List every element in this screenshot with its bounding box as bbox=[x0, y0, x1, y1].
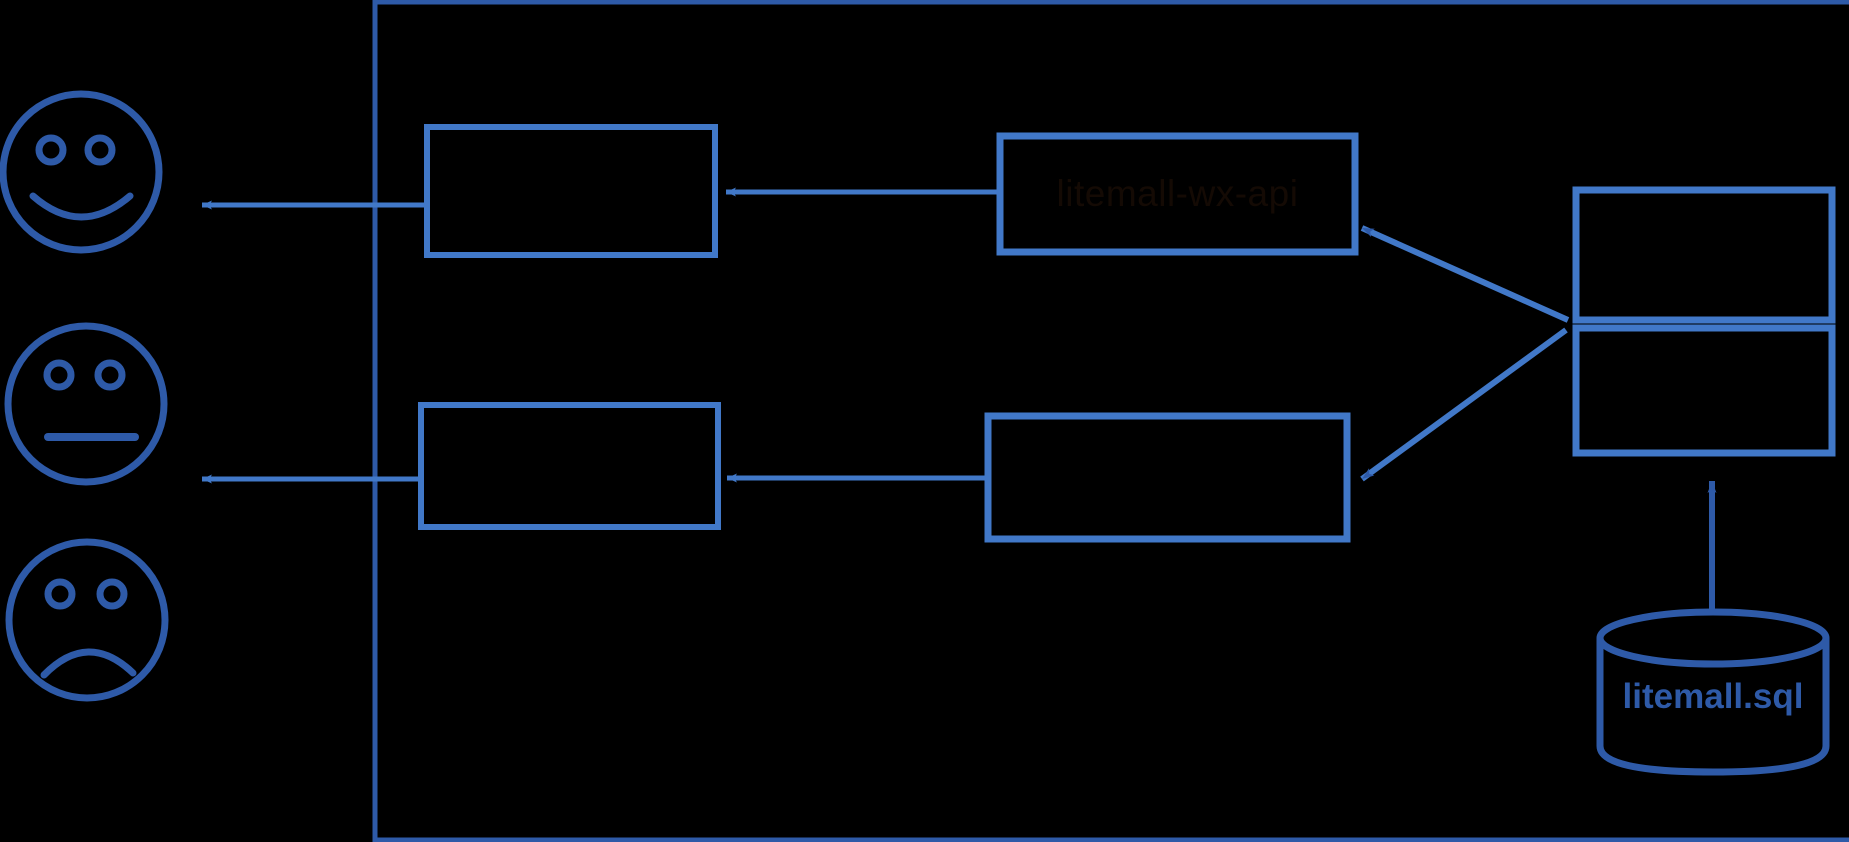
mouth-smile bbox=[29, 192, 134, 221]
database-cylinder-litemall-sql[interactable] bbox=[1596, 608, 1830, 776]
core-module-box-top[interactable] bbox=[1572, 186, 1836, 324]
eye-right bbox=[96, 578, 128, 610]
eye-right bbox=[94, 359, 126, 391]
api-box-bottom[interactable] bbox=[984, 412, 1351, 543]
happy-user-face-icon[interactable] bbox=[0, 90, 163, 254]
eye-right bbox=[84, 134, 116, 166]
neutral-user-face-icon[interactable] bbox=[4, 322, 168, 486]
arrow-core-to-wx-api-diagonal bbox=[1360, 225, 1570, 323]
sad-user-face-icon[interactable] bbox=[5, 538, 169, 702]
mouth-frown bbox=[40, 648, 137, 679]
system-boundary bbox=[372, 0, 1849, 842]
client-box-top[interactable] bbox=[424, 124, 718, 258]
litemall-wx-api-box[interactable] bbox=[996, 132, 1359, 256]
core-module-box-bottom[interactable] bbox=[1572, 324, 1836, 457]
arrow-core-to-api-bottom-diagonal bbox=[1360, 327, 1568, 482]
eye-left bbox=[44, 578, 76, 610]
eye-left bbox=[43, 359, 75, 391]
eye-left bbox=[35, 134, 67, 166]
client-box-bottom[interactable] bbox=[418, 402, 721, 530]
